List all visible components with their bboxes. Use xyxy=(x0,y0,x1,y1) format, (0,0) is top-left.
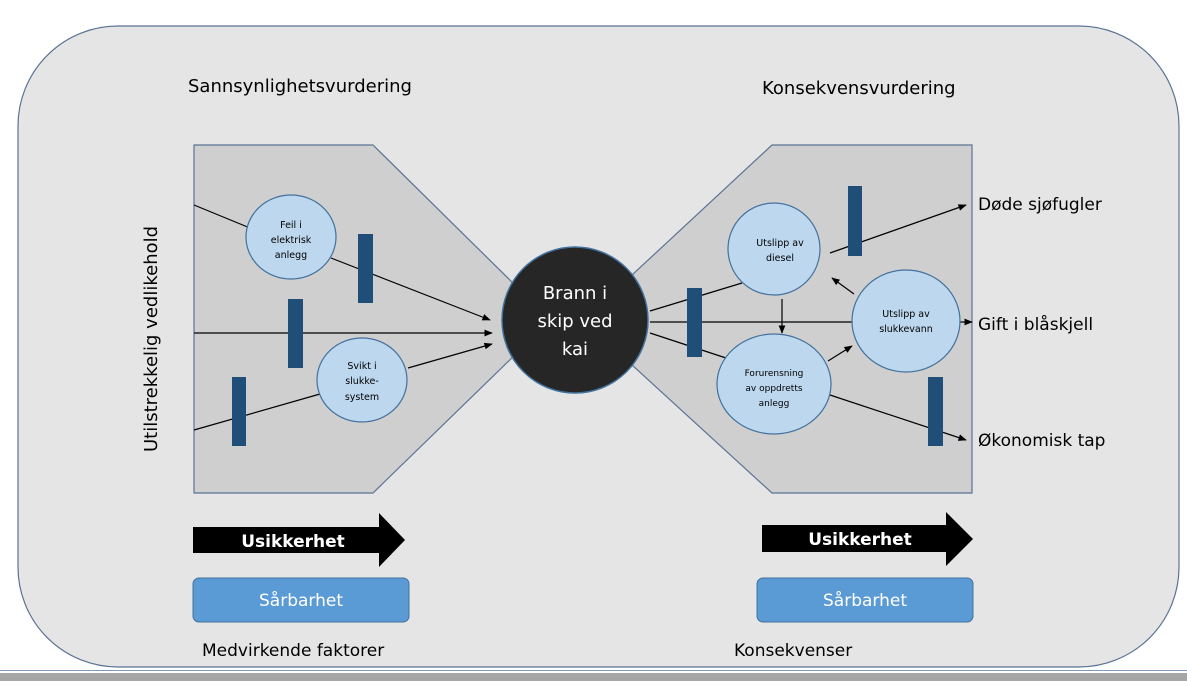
node-text: Svikt i xyxy=(347,361,376,372)
cons-line-forurensning-out xyxy=(829,394,967,441)
cause-line-3a xyxy=(193,393,321,431)
outcome-gift-blaskjell: Gift i blåskjell xyxy=(978,314,1093,335)
vulnerability-box-right: Sårbarhet xyxy=(756,577,974,623)
right-title: Konsekvensvurdering xyxy=(762,78,956,99)
uncertainty-label: Usikkerhet xyxy=(808,530,912,550)
footer-left: Medvirkende faktorer xyxy=(202,641,384,661)
node-text: diesel xyxy=(766,253,794,264)
uncertainty-label: Usikkerhet xyxy=(241,532,345,552)
node-text: Feil i xyxy=(280,220,302,231)
bottom-divider xyxy=(0,670,1187,671)
bottom-bar xyxy=(0,673,1187,681)
top-event-node: Brann i skip ved kai xyxy=(501,246,649,394)
outcome-okonomisk-tap: Økonomisk tap xyxy=(978,431,1105,451)
footer-right: Konsekvenser xyxy=(734,641,852,661)
cause-line-3b xyxy=(407,342,493,369)
node-text: av oppdretts xyxy=(745,384,802,394)
cons-line-slukkevann-to-diesel xyxy=(831,277,855,295)
uncertainty-arrow-right: Usikkerhet xyxy=(762,512,973,566)
top-event-text: Brann i xyxy=(543,283,607,304)
node-text: slukkevann xyxy=(879,324,933,335)
barrier xyxy=(848,186,862,256)
cause-node-feil-elektrisk: Feil i elektrisk anlegg xyxy=(245,194,337,280)
barrier xyxy=(288,299,303,368)
node-text: slukke- xyxy=(345,376,379,387)
node-text: anlegg xyxy=(759,399,790,409)
uncertainty-arrow-left: Usikkerhet xyxy=(193,513,405,567)
vertical-label: Utilstrekkelig vedlikehold xyxy=(141,226,162,452)
consequence-node-utslipp-slukkevann: Utslipp av slukkevann xyxy=(851,269,961,373)
cons-line-forurensning-to-slukkevann xyxy=(827,345,853,362)
node-text: system xyxy=(345,392,379,403)
outcome-dode-sjofugler: Døde sjøfugler xyxy=(978,195,1102,215)
top-event-text: kai xyxy=(562,339,588,360)
barrier xyxy=(687,288,702,357)
top-event-text: skip ved xyxy=(537,311,612,332)
barrier xyxy=(232,377,246,446)
node-text: elektrisk xyxy=(271,235,312,246)
cause-line-1b xyxy=(330,257,491,321)
node-text: Utslipp av xyxy=(882,309,930,320)
vulnerability-box-left: Sårbarhet xyxy=(192,577,410,623)
barrier xyxy=(358,234,373,303)
left-title: Sannsynlighetsvurdering xyxy=(188,76,412,97)
vulnerability-label: Sårbarhet xyxy=(823,590,907,611)
node-text: anlegg xyxy=(275,250,307,261)
vulnerability-label: Sårbarhet xyxy=(259,590,343,611)
consequence-node-utslipp-diesel: Utslipp av diesel xyxy=(727,202,821,296)
barrier xyxy=(928,377,943,446)
cause-node-svikt-slukke: Svikt i slukke- system xyxy=(316,337,408,423)
node-text: Forurensning xyxy=(745,369,804,379)
cause-line-1a xyxy=(193,204,251,229)
consequence-node-forurensning: Forurensning av oppdretts anlegg xyxy=(716,333,832,435)
node-text: Utslipp av xyxy=(756,238,804,249)
